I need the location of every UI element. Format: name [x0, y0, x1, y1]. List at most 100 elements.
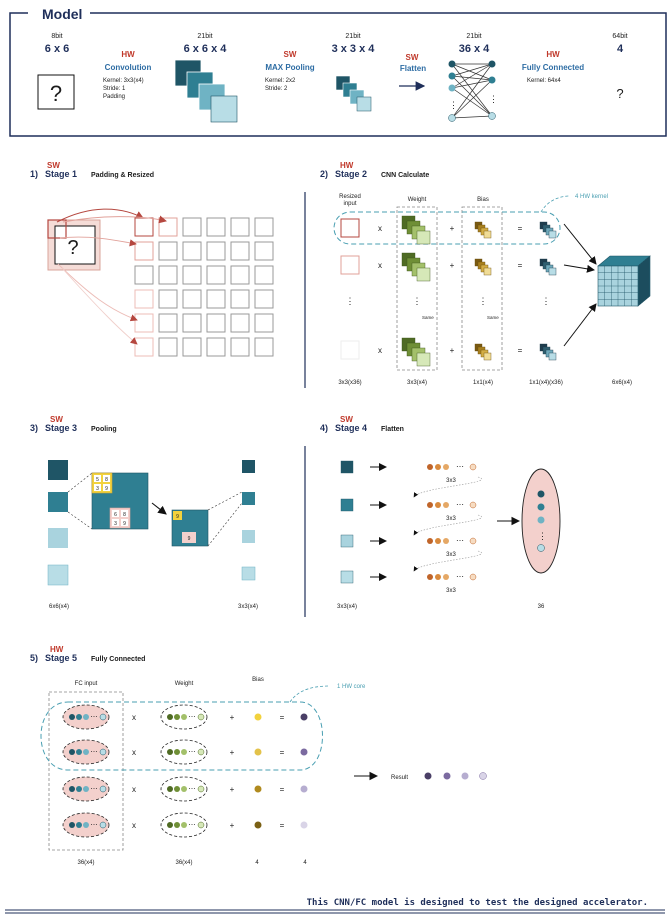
stage-name: Stage 5	[45, 653, 77, 663]
svg-text:9: 9	[176, 514, 179, 520]
unknown-mark: ?	[50, 81, 62, 106]
op-detail: Padding	[103, 94, 125, 100]
svg-text:⋯: ⋯	[91, 786, 98, 793]
svg-text:36(x4): 36(x4)	[175, 860, 192, 866]
conv-output	[548, 230, 557, 239]
svg-text:3x3(x36): 3x3(x36)	[338, 380, 361, 386]
stage-desc: CNN Calculate	[381, 172, 429, 179]
svg-text:36(x4): 36(x4)	[77, 860, 94, 866]
svg-text:9: 9	[188, 536, 191, 542]
svg-text:Resized: Resized	[339, 194, 361, 200]
svg-text:9: 9	[105, 486, 108, 492]
flatten-value	[469, 501, 477, 509]
stage-tag: HW	[340, 161, 354, 170]
grid-cell	[230, 241, 250, 261]
svg-text:x: x	[132, 785, 136, 794]
flatten-value	[427, 574, 433, 580]
pooled-map	[340, 534, 354, 548]
bias-value	[483, 352, 492, 361]
stage-tag: HW	[50, 645, 64, 654]
grid-cell	[254, 289, 274, 309]
result-label: Result	[391, 775, 408, 781]
svg-text:=: =	[518, 346, 523, 355]
dim-label: 6 x 6 x 4	[184, 43, 228, 55]
bit-label: 8bit	[51, 33, 62, 40]
op-tag: SW	[406, 53, 419, 62]
grid-cell	[158, 241, 178, 261]
op-detail: Kernel: 2x2	[265, 78, 296, 84]
grid-cell	[182, 217, 202, 237]
svg-text:x: x	[132, 821, 136, 830]
svg-text:+: +	[450, 346, 455, 355]
svg-text:5: 5	[96, 477, 99, 483]
stage-desc: Padding & Resized	[91, 172, 154, 179]
grid-cell	[206, 241, 226, 261]
svg-text:Weight: Weight	[175, 681, 194, 687]
grid-cell	[134, 337, 154, 357]
bit-label: 21bit	[197, 33, 212, 40]
grid-cell	[134, 217, 154, 237]
op-tag: SW	[284, 50, 297, 59]
svg-text:⋯: ⋯	[91, 714, 98, 721]
grid-cell	[230, 217, 250, 237]
flatten-value	[435, 464, 441, 470]
stage-name: Stage 3	[45, 423, 77, 433]
svg-text:=: =	[280, 785, 285, 794]
op-detail: Stride: 1	[103, 86, 126, 92]
model-panel: Model 8bit 21bit 21bit 21bit 64bit 6 x 6…	[9, 6, 667, 137]
grid-cell	[182, 241, 202, 261]
svg-text:Same: Same	[487, 315, 499, 320]
fc-bias	[254, 785, 262, 793]
fc-output	[300, 713, 308, 721]
weight-kernel	[416, 267, 431, 282]
op-name: Fully Connected	[522, 63, 584, 72]
flatten-value	[469, 573, 477, 581]
stage2-panel: HW 2) Stage 2 CNN Calculate Resized inpu…	[320, 161, 651, 386]
svg-text:⋯: ⋯	[189, 822, 196, 829]
svg-text:Bias: Bias	[252, 677, 264, 683]
stage-num: 2)	[320, 169, 328, 179]
flatten-value	[443, 464, 449, 470]
stage4-panel: SW 4) Stage 4 Flatten ⋯3x3⋯3x3⋯3x3⋯3x3 ⋮…	[320, 415, 561, 610]
svg-text:x: x	[378, 346, 382, 355]
flatten-value	[427, 464, 433, 470]
resized-grid	[134, 217, 274, 357]
resized-input	[340, 340, 360, 360]
svg-text:3x3: 3x3	[446, 588, 456, 594]
svg-text:Same: Same	[422, 315, 434, 320]
svg-text:⋮: ⋮	[538, 531, 547, 541]
svg-text:+: +	[230, 821, 235, 830]
svg-text:9: 9	[123, 521, 126, 527]
svg-text:3: 3	[96, 486, 99, 492]
svg-text:⋯: ⋯	[189, 786, 196, 793]
bit-label: 21bit	[466, 33, 481, 40]
grid-cell	[206, 337, 226, 357]
grid-cell	[158, 313, 178, 333]
grid-cell	[254, 241, 274, 261]
svg-text:x: x	[132, 713, 136, 722]
input-image-box	[37, 74, 75, 110]
flatten-value	[435, 502, 441, 508]
grid-cell	[254, 217, 274, 237]
op-name: Flatten	[400, 64, 426, 73]
svg-text:3: 3	[114, 521, 117, 527]
svg-text:=: =	[280, 713, 285, 722]
svg-text:+: +	[450, 261, 455, 270]
grid-cell	[230, 313, 250, 333]
grid-cell	[134, 313, 154, 333]
svg-text:=: =	[518, 224, 523, 233]
flatten-value	[435, 574, 441, 580]
svg-text:x: x	[378, 224, 382, 233]
stage5-panel: HW 5) Stage 5 Fully Connected FC input W…	[30, 645, 487, 866]
dim-label: 3 x 3 x 4	[332, 43, 376, 55]
svg-text:4: 4	[255, 860, 259, 866]
svg-text:=: =	[280, 748, 285, 757]
flatten-value	[427, 502, 433, 508]
grid-cell	[134, 289, 154, 309]
pooled-map	[340, 570, 354, 584]
svg-text:+: +	[450, 224, 455, 233]
grid-cell	[182, 265, 202, 285]
svg-text:3x3(x4): 3x3(x4)	[407, 380, 427, 386]
svg-text:3x3(x4): 3x3(x4)	[337, 604, 357, 610]
